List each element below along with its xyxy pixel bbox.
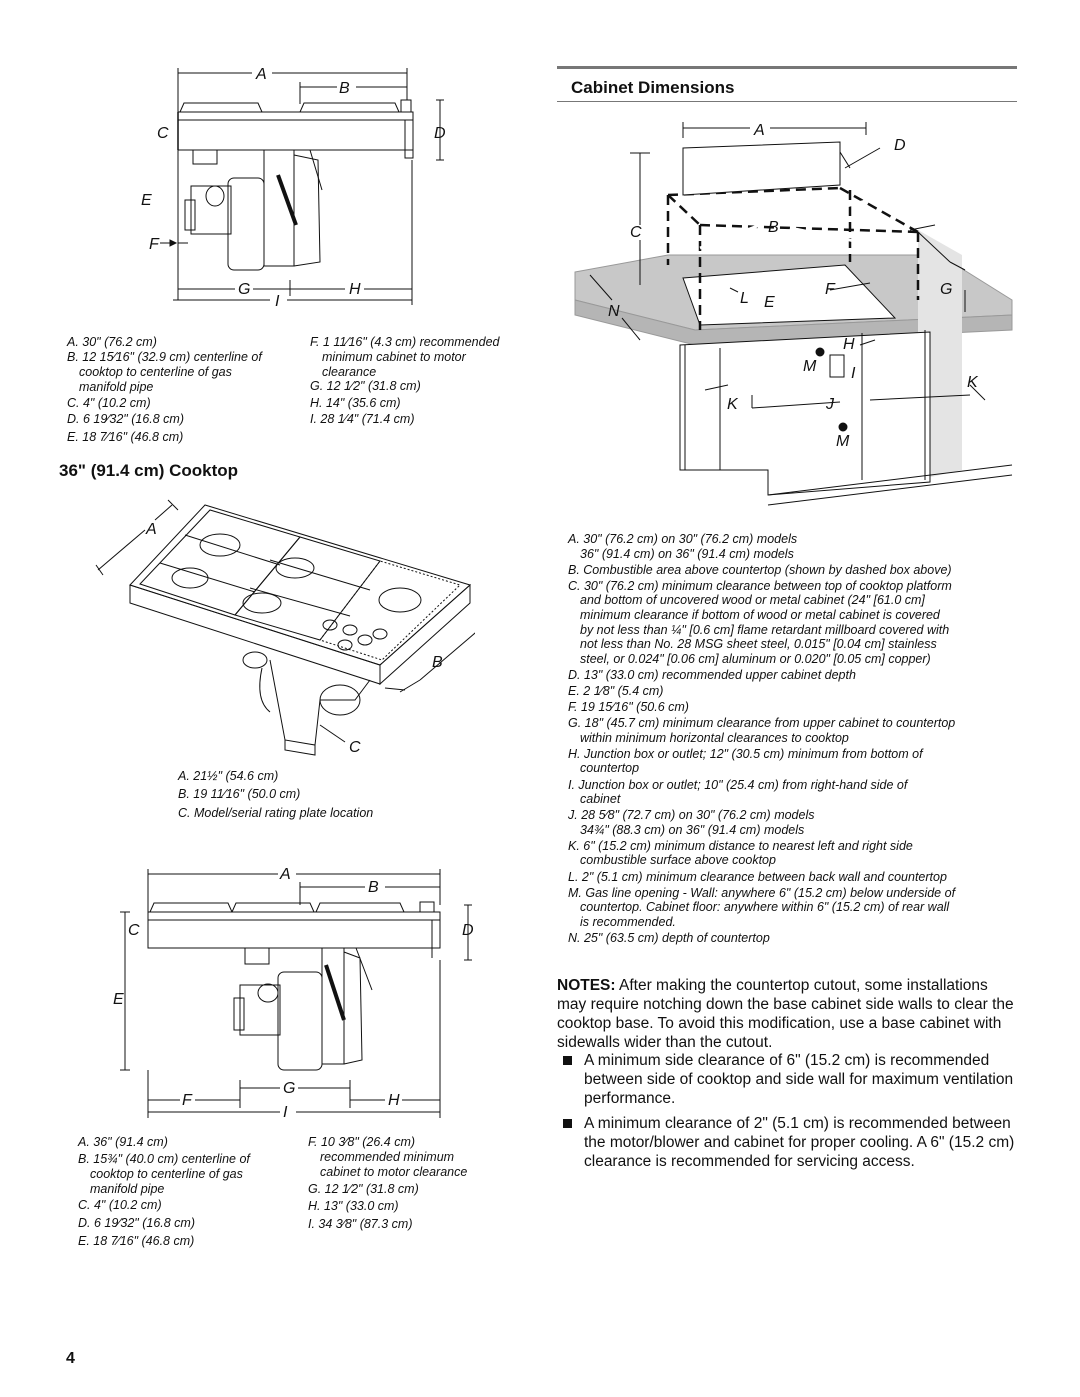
cab-label-n: N [608,303,620,320]
side-label-a: A [279,866,291,883]
legend-item: A. 36" (91.4 cm) [78,1135,168,1149]
heading-rule-top [557,66,1017,69]
side-label-h: H [388,1092,400,1109]
cab-label-e: E [764,294,775,311]
side36-legend-left: A. 36" (91.4 cm) B. 15¾" (40.0 cm) cente… [78,1135,308,1250]
cooktop-36-iso-diagram: A B C [95,499,475,756]
cooktop-30-side-diagram: A B C D E F G H I [141,66,446,310]
bullet-square-icon [563,1056,572,1065]
label-c: C [157,125,169,142]
label-e: E [141,192,152,209]
legend-item: I. 28 1⁄4" (71.4 cm) [310,412,415,426]
cabinet-dimensions-diagram: A D B C L E F G N H M I K K J M [574,122,1013,506]
iso-label-a: A [145,521,157,538]
label-f: F [149,236,160,253]
legend-item: I. 34 3⁄8" (87.3 cm) [308,1217,413,1231]
legend-item: D. 6 19⁄32" (16.8 cm) [67,412,184,426]
legend-item: F. 19 15⁄16" (50.6 cm) [568,700,689,715]
notes-label: NOTES: [557,977,616,994]
legend-item: E. 18 7⁄16" (46.8 cm) [67,430,184,444]
legend-item: H. 13" (33.0 cm) [308,1199,399,1213]
label-g: G [238,281,250,298]
legend-item: H. 14" (35.6 cm) [310,396,401,410]
legend-item: A. 30" (76.2 cm) on 30" (76.2 cm) models… [568,532,798,561]
cab-label-i: I [851,365,856,382]
cabinet-legend: A. 30" (76.2 cm) on 30" (76.2 cm) models… [568,532,1013,947]
top-legend-left: A. 30" (76.2 cm) B. 12 15⁄16" (32.9 cm) … [67,335,307,450]
cab-label-k-left: K [727,396,739,413]
label-b: B [339,80,350,97]
side-label-g: G [283,1080,295,1097]
cab-label-d: D [894,137,906,154]
iso-legend: A. 21½" (54.6 cm) B. 19 11⁄16" (50.0 cm)… [178,769,438,824]
heading-rule-bottom [557,101,1017,102]
legend-item: G. 12 1⁄2" (31.8 cm) [310,379,421,393]
legend-item: G. 12 1⁄2" (31.8 cm) [308,1182,419,1196]
legend-item: E. 2 1⁄8" (5.4 cm) [568,683,664,698]
cabinet-dimensions-heading: Cabinet Dimensions [571,78,735,97]
side-label-d: D [462,922,474,939]
legend-item: E. 18 7⁄16" (46.8 cm) [78,1234,195,1248]
cab-label-g: G [940,281,952,298]
legend-item: C. 4" (10.2 cm) [78,1198,162,1212]
legend-item: J. 28 5⁄8" (72.7 cm) on 30" (76.2 cm) mo… [568,808,815,837]
bullet-item: A minimum clearance of 2" (5.1 cm) is re… [557,1114,1019,1174]
legend-item: G. 18" (45.7 cm) minimum clearance from … [568,716,956,745]
cab-label-f: F [825,281,836,298]
legend-item: A. 30" (76.2 cm) [67,335,157,349]
legend-item: L. 2" (5.1 cm) minimum clearance between… [568,869,947,884]
label-d: D [434,125,446,142]
legend-item: K. 6" (15.2 cm) minimum distance to near… [568,838,913,868]
iso-label-c: C [349,739,361,756]
side-label-b: B [368,879,379,896]
page-number: 4 [66,1350,75,1367]
notes-paragraph: NOTES: After making the countertop cutou… [557,977,1014,1051]
section-heading-36: 36" (91.4 cm) Cooktop [59,461,239,480]
cab-label-j: J [825,396,835,413]
iso-label-b: B [432,654,443,671]
legend-item: M. Gas line opening - Wall: anywhere 6" … [568,885,956,929]
side-label-c: C [128,922,140,939]
label-a: A [255,66,267,83]
label-i: I [275,293,280,310]
cooktop-36-side-diagram: A B C D E F G H I [113,866,474,1121]
cab-label-m-top: M [803,358,817,375]
cab-label-a: A [753,122,765,139]
side-label-e: E [113,991,124,1008]
legend-item: D. 13" (33.0 cm) recommended upper cabin… [568,667,856,682]
bullet-item: A minimum side clearance of 6" (15.2 cm)… [557,1051,1019,1111]
cab-label-m-bottom: M [836,433,850,450]
cab-label-c: C [630,224,642,241]
label-h: H [349,281,361,298]
legend-item: D. 6 19⁄32" (16.8 cm) [78,1216,195,1230]
legend-item: B. Combustible area above countertop (sh… [568,562,952,577]
cab-label-l: L [740,290,749,307]
legend-item: I. Junction box or outlet; 10" (25.4 cm)… [568,777,908,807]
legend-item: N. 25" (63.5 cm) depth of countertop [568,930,770,945]
legend-item: A. 21½" (54.6 cm) [178,769,279,783]
legend-item: C. 30" (76.2 cm) minimum clearance betwe… [568,578,952,666]
bullet-square-icon [563,1119,572,1128]
side-label-f: F [182,1092,193,1109]
legend-item: C. 4" (10.2 cm) [67,396,151,410]
legend-item: C. Model/serial rating plate location [178,806,374,820]
legend-item: B. 19 11⁄16" (50.0 cm) [178,787,301,801]
cab-label-h: H [843,336,855,353]
cab-label-k-right: K [967,374,979,391]
legend-item: H. Junction box or outlet; 12" (30.5 cm)… [568,746,923,776]
side-label-i: I [283,1104,288,1121]
cab-label-b: B [768,219,779,236]
